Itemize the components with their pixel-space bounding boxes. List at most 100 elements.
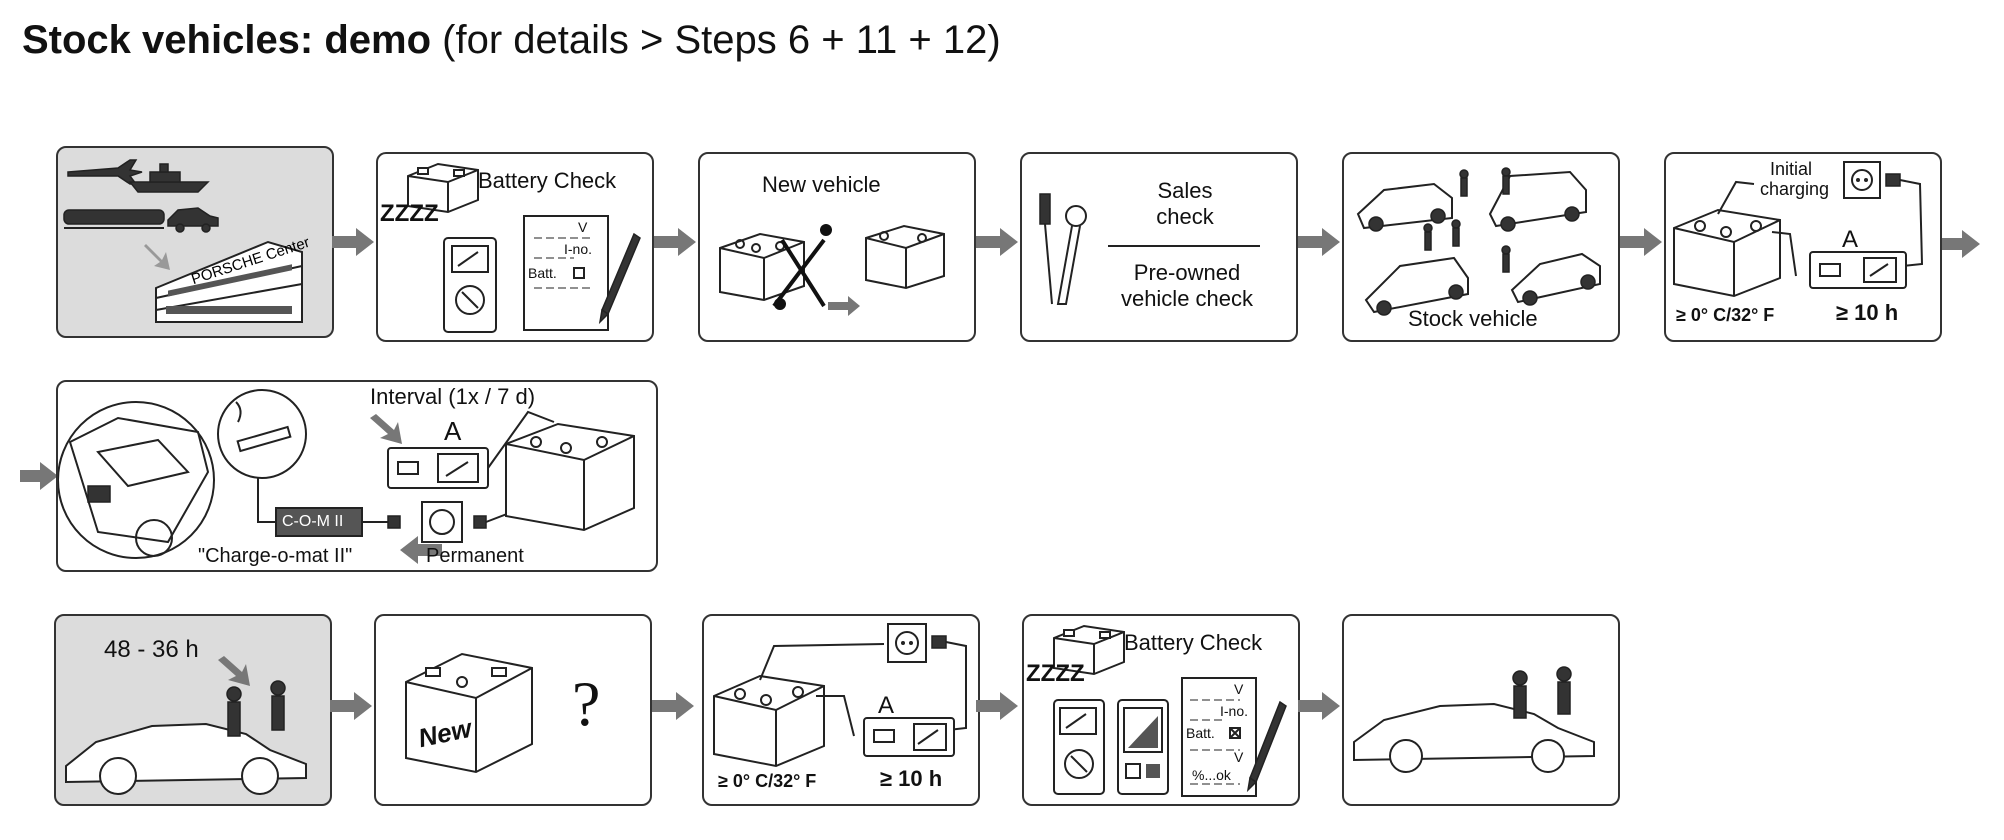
- flow-arrow: [1298, 228, 1342, 261]
- interval-arrow: [370, 414, 402, 444]
- form-pct: %...ok: [1192, 767, 1231, 783]
- disconnect-cross-icon: [772, 224, 832, 310]
- car-handover-icon: [1353, 666, 1595, 773]
- cable: [487, 410, 555, 469]
- pre-owned-label-2: vehicle check: [1120, 286, 1254, 311]
- power-socket-icon: [887, 623, 927, 663]
- battery-tester-icon: [1117, 699, 1169, 795]
- screwdriver-icon: [1039, 193, 1053, 305]
- battery-icon: [1053, 624, 1125, 676]
- new-battery-icon: [865, 224, 945, 290]
- form-ino: I-no.: [564, 241, 593, 257]
- hours-label: 48 - 36 h: [104, 636, 199, 663]
- pointer-arrow: [218, 656, 250, 686]
- time-label: ≥ 10 h: [880, 766, 943, 791]
- ship-icon: [128, 163, 210, 193]
- title-sub: (for details > Steps 6 + 11 + 12): [442, 18, 1001, 62]
- charger-icon: [863, 717, 955, 757]
- flow-arrow: [330, 692, 374, 725]
- question-mark: ?: [572, 668, 601, 739]
- form-v: V: [1234, 681, 1244, 697]
- initial-charging-label-1: Initial: [1770, 159, 1813, 179]
- panel-battery-check-final: Battery Check ZZZZ V I-no. Batt. V %...o…: [1022, 614, 1300, 806]
- form-batt: Batt.: [1186, 725, 1215, 741]
- form-v: V: [578, 219, 588, 235]
- charge-o-mat-device-icon: [275, 507, 363, 537]
- battery-icon: [1673, 208, 1781, 298]
- car-coupe-icon-2: [1510, 252, 1601, 306]
- permanent-label: Permanent: [426, 545, 524, 567]
- title-bold: Stock vehicles: demo: [22, 18, 432, 62]
- panel-new-vehicle: New vehicle: [698, 152, 976, 342]
- panel-stock-vehicle: Stock vehicle: [1342, 152, 1620, 342]
- porsche-center-building-icon: PORSCHE Center: [155, 234, 312, 323]
- battery-icon: [407, 162, 479, 214]
- flow-arrow: [332, 228, 376, 261]
- charger-icon: [1809, 251, 1907, 289]
- sales-check-label-1: Sales: [1157, 178, 1213, 203]
- charge-cable: [1717, 180, 1797, 277]
- device-label: C-O-M II: [282, 513, 344, 530]
- pen-icon: [1246, 700, 1287, 793]
- battery-check-label: Battery Check: [1124, 630, 1263, 655]
- multimeter-icon: [443, 237, 497, 333]
- smoking-sign-icon: [217, 389, 307, 479]
- panel-charge-o-mat: Interval (1x / 7 d) A C-O-M II "Charge-o…: [56, 380, 658, 572]
- flow-arrow: [1942, 230, 1982, 263]
- battery-check-label: Battery Check: [478, 168, 617, 193]
- sales-check-label-2: check: [1156, 204, 1214, 229]
- power-socket-icon: [1843, 161, 1881, 199]
- panel-new-battery: New ?: [374, 614, 652, 806]
- amp-label: A: [444, 416, 462, 446]
- form-icon: [523, 215, 609, 331]
- charger-icon: [387, 447, 489, 489]
- flow-arrow: [1620, 228, 1664, 261]
- form-icon: [1181, 677, 1257, 797]
- sleep-label: ZZZZ: [1026, 660, 1085, 687]
- airplane-icon: [67, 159, 143, 185]
- power-socket-icon: [421, 501, 463, 543]
- car-windshield-magnified-icon: [58, 401, 215, 559]
- panel-charging: A ≥ 0° C/32° F ≥ 10 h: [702, 614, 980, 806]
- temperature-label: ≥ 0° C/32° F: [718, 771, 817, 791]
- battery-icon: [713, 674, 825, 768]
- car-icon: [167, 207, 219, 233]
- car-cabrio-icon: [1356, 182, 1453, 232]
- flow-arrow: [20, 462, 60, 495]
- sleep-label: ZZZZ: [380, 200, 439, 227]
- page-title: Stock vehicles: demo (for details > Step…: [22, 18, 1001, 63]
- initial-charging-label-2: charging: [1760, 179, 1830, 199]
- stock-vehicle-label: Stock vehicle: [1408, 306, 1538, 331]
- form-batt: Batt.: [528, 265, 557, 281]
- interval-label: Interval (1x / 7 d): [370, 384, 536, 409]
- cable: [257, 478, 276, 523]
- flow-arrow: [652, 692, 696, 725]
- person-icons: [1423, 167, 1511, 273]
- flow-arrow: [976, 692, 1020, 725]
- multimeter-icon: [1053, 699, 1105, 795]
- flow-arrow: [976, 228, 1020, 261]
- wrench-icon: [1056, 205, 1087, 305]
- car-handover-icon: [65, 680, 307, 795]
- amp-label: A: [1842, 226, 1859, 253]
- panel-initial-charging: Initial charging A ≥ 0° C/32° F ≥ 10 h: [1664, 152, 1942, 342]
- pre-owned-label-1: Pre-owned: [1133, 260, 1241, 285]
- panel-battery-check: Battery Check ZZZZ V I-no. Batt.: [376, 152, 654, 342]
- old-battery-icon: [719, 232, 805, 302]
- new-vehicle-label: New vehicle: [762, 172, 881, 197]
- form-v2: V: [1234, 749, 1244, 765]
- panel-sales-check: Sales check Pre-owned vehicle check: [1020, 152, 1298, 342]
- plug-icon: [931, 635, 967, 731]
- car-suv-icon: [1488, 170, 1587, 232]
- temperature-label: ≥ 0° C/32° F: [1676, 305, 1775, 325]
- form-ino: I-no.: [1220, 703, 1249, 719]
- transport-illustration: PORSCHE Center: [63, 159, 312, 323]
- new-battery-icon: [405, 652, 533, 774]
- amp-label: A: [878, 692, 895, 719]
- replace-arrow: [828, 296, 860, 316]
- panel-handover: [1342, 614, 1620, 806]
- panel-handover-timing: 48 - 36 h: [54, 614, 332, 806]
- plug-icon: [387, 515, 401, 529]
- flow-arrow: [1298, 692, 1342, 725]
- charge-cable: [759, 643, 885, 737]
